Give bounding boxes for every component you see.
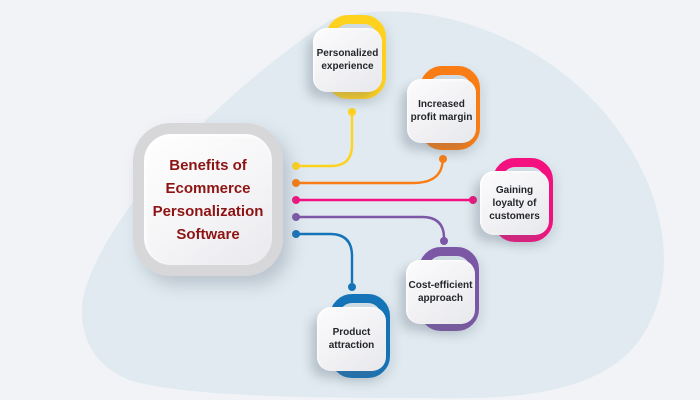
benefit-gaining-loyalty: Gaining loyalty of customers — [480, 158, 562, 250]
connector-end-dot — [348, 283, 356, 291]
connector-gaining-loyalty — [292, 196, 477, 204]
connector-product-attraction — [292, 230, 356, 291]
connector-start-dot — [292, 179, 300, 187]
benefit-cost-efficient: Cost-efficient approach — [406, 247, 488, 339]
connector-start-dot — [292, 196, 300, 204]
benefit-label: Cost-efficient approach — [408, 280, 473, 304]
main-topic-title: Benefits of Ecommerce Personalization So… — [152, 156, 264, 243]
benefit-label: Product attraction — [328, 327, 375, 351]
benefit-card: Gaining loyalty of customers — [480, 171, 549, 235]
benefit-card: Personalized experience — [313, 28, 382, 92]
benefit-label: Personalized experience — [316, 48, 379, 72]
connector-end-dot — [469, 196, 477, 204]
benefit-label: Increased profit margin — [410, 99, 473, 123]
connector-end-dot — [439, 155, 447, 163]
connector-start-dot — [292, 230, 300, 238]
main-topic-box: Benefits of Ecommerce Personalization So… — [133, 123, 283, 276]
benefit-card: Cost-efficient approach — [406, 260, 475, 324]
benefit-increased-profit-margin: Increased profit margin — [407, 66, 489, 158]
connector-personalized-experience — [292, 108, 356, 170]
connector-increased-profit-margin — [292, 155, 447, 187]
benefit-product-attraction: Product attraction — [317, 294, 399, 386]
benefit-label: Gaining loyalty of customers — [489, 184, 540, 222]
benefit-personalized-experience: Personalized experience — [313, 15, 395, 107]
benefit-card: Increased profit margin — [407, 79, 476, 143]
connector-line — [294, 111, 354, 168]
connector-start-dot — [292, 213, 300, 221]
benefit-card: Product attraction — [317, 307, 386, 371]
connector-end-dot — [348, 108, 356, 116]
connector-end-dot — [440, 237, 448, 245]
connector-cost-efficient — [292, 213, 448, 245]
connector-line — [294, 161, 444, 185]
connector-line — [294, 232, 354, 286]
blob-shape — [81, 11, 664, 399]
connector-line — [294, 215, 446, 240]
connector-start-dot — [292, 162, 300, 170]
